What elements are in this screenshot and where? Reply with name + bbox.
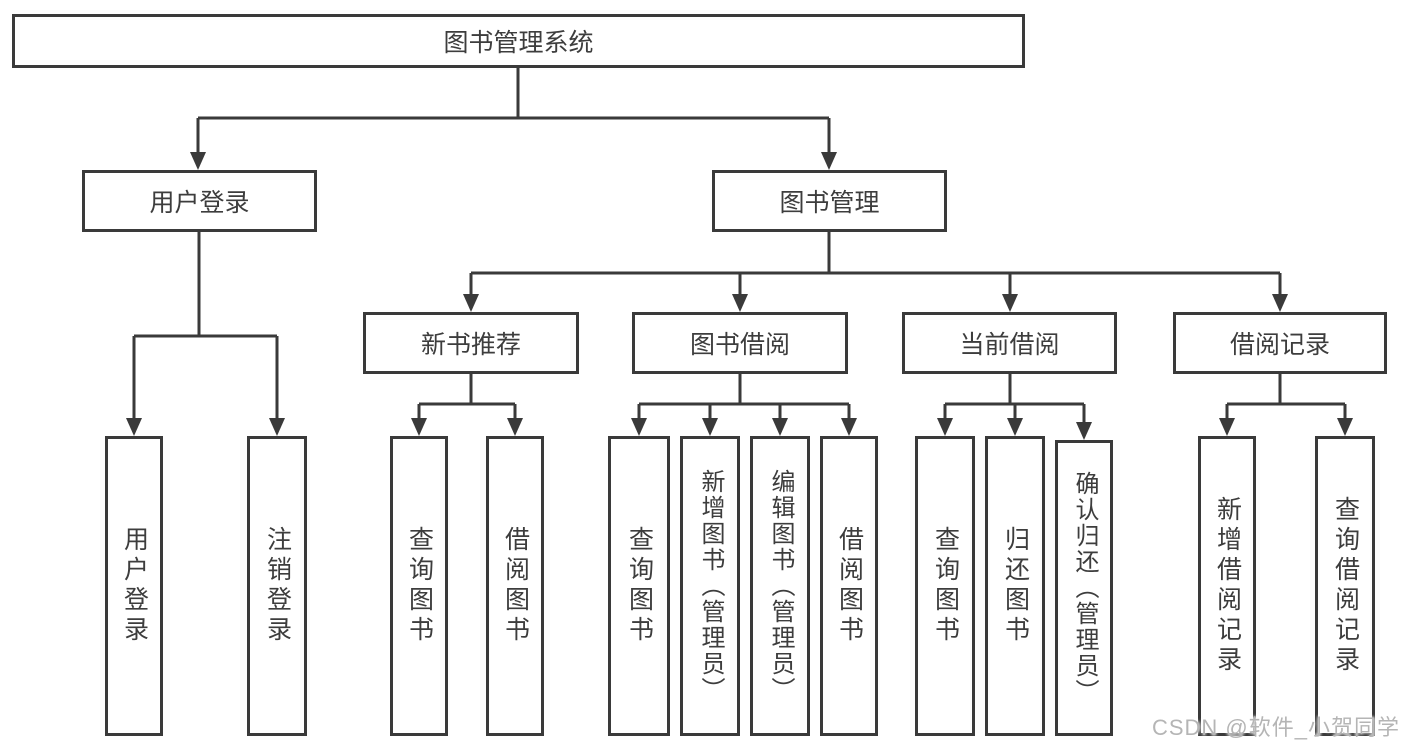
leaf-return-books: 归还图书 [985,436,1045,736]
leaf-label: 归还图书 [1001,526,1030,646]
leaf-label: 确认归还（管理员） [1071,471,1098,705]
leaf-confirm-return-admin: 确认归还（管理员） [1055,440,1113,736]
leaf-label: 注销登录 [263,526,292,646]
node-label: 用户登录 [149,189,250,217]
leaf-query-books-current: 查询图书 [915,436,975,736]
node-label: 新书推荐 [420,331,521,359]
leaf-label: 新增图书（管理员） [697,469,724,703]
leaf-label: 查询图书 [625,526,654,646]
arrowheads [126,152,1353,440]
leaf-borrow-books-recommend: 借阅图书 [486,436,544,736]
leaf-label: 查询借阅记录 [1331,496,1360,676]
leaf-label: 用户登录 [120,526,149,646]
leaf-add-books-admin: 新增图书（管理员） [680,436,740,736]
node-label: 当前借阅 [959,331,1060,359]
node-current-borrowing: 当前借阅 [902,312,1117,374]
node-book-borrowing: 图书借阅 [632,312,848,374]
node-borrowing-records: 借阅记录 [1173,312,1387,374]
leaf-label: 编辑图书（管理员） [767,469,794,703]
leaf-add-borrow-record: 新增借阅记录 [1198,436,1256,736]
node-library-management-system: 图书管理系统 [12,14,1025,68]
node-user-login: 用户登录 [82,170,317,232]
leaf-label: 借阅图书 [501,526,530,646]
node-label: 图书管理系统 [443,29,594,57]
leaf-edit-books-admin: 编辑图书（管理员） [750,436,810,736]
leaf-label: 查询图书 [405,526,434,646]
node-new-book-recommendation: 新书推荐 [363,312,579,374]
leaf-query-books-borrowing: 查询图书 [608,436,670,736]
leaf-label: 查询图书 [931,526,960,646]
leaf-query-borrow-record: 查询借阅记录 [1315,436,1375,736]
leaf-user-login: 用户登录 [105,436,163,736]
leaf-query-books-recommend: 查询图书 [390,436,448,736]
leaf-label: 新增借阅记录 [1213,496,1242,676]
leaf-label: 借阅图书 [835,526,864,646]
leaf-borrow-books-borrowing: 借阅图书 [820,436,878,736]
node-book-management: 图书管理 [712,170,947,232]
leaf-logout: 注销登录 [247,436,307,736]
node-label: 图书借阅 [689,331,790,359]
node-label: 借阅记录 [1229,331,1330,359]
csdn-watermark: CSDN @软件_小贺同学 [1151,715,1400,740]
node-label: 图书管理 [779,189,880,217]
